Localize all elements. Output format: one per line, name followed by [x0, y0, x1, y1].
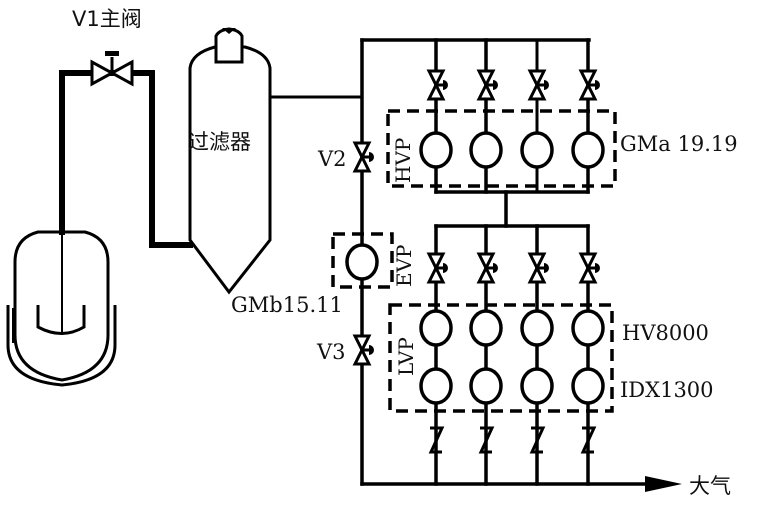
- main-valve-label: V1主阀: [72, 7, 142, 31]
- lvp-valve-3-icon[interactable]: [528, 252, 551, 284]
- lvp-upper-pump-3-icon[interactable]: [520, 309, 554, 347]
- hvp-pump-1-icon[interactable]: [419, 131, 453, 169]
- evp-pump-icon[interactable]: [345, 243, 379, 281]
- evp-group-box: [331, 232, 394, 289]
- lvp-upper-pump-2-icon[interactable]: [469, 309, 503, 347]
- valve-v3-icon[interactable]: [353, 334, 376, 366]
- lvp-lower-pump-1-icon[interactable]: [419, 367, 453, 405]
- hvp-pump-3-icon[interactable]: [520, 131, 554, 169]
- main-valve-v1-icon[interactable]: [90, 51, 134, 87]
- evp-pump-model-label: GMb15.11: [231, 293, 343, 317]
- hvp-valve-1-icon[interactable]: [427, 69, 450, 101]
- exhaust-label: 大气: [689, 474, 731, 498]
- lvp-upper-pump-4-icon[interactable]: [571, 309, 605, 347]
- v3-label: V3: [316, 340, 346, 364]
- valve-v2-icon[interactable]: [353, 141, 376, 173]
- lvp-lower-pump-2-icon[interactable]: [469, 367, 503, 405]
- hvp-pump-model-label: GMa 19.19: [620, 132, 738, 156]
- lvp-branches: [434, 224, 590, 486]
- lvp-valve-2-icon[interactable]: [477, 252, 500, 284]
- hvp-valve-2-icon[interactable]: [477, 69, 500, 101]
- lvp-valve-1-icon[interactable]: [427, 252, 450, 284]
- hvp-valve-4-icon[interactable]: [579, 69, 602, 101]
- exhaust-arrow-icon: [645, 476, 682, 492]
- hvp-group-label: HVP: [391, 138, 415, 183]
- lvp-valve-4-icon[interactable]: [579, 252, 602, 284]
- hvp-pump-4-icon[interactable]: [571, 131, 605, 169]
- lvp-upper-pump-model-label: HV8000: [622, 321, 709, 345]
- filter-vessel-icon: [188, 27, 272, 295]
- lvp-upper-pump-1-icon[interactable]: [419, 309, 453, 347]
- evp-group-label: EVP: [392, 245, 416, 288]
- lvp-lower-pump-model-label: IDX1300: [620, 378, 714, 402]
- v2-label: V2: [317, 147, 347, 171]
- lvp-group-box: [388, 303, 614, 413]
- inlet-pipe: [59, 70, 193, 248]
- hvp-valve-3-icon[interactable]: [528, 69, 551, 101]
- lvp-group-label: LVP: [394, 337, 418, 376]
- reactor-vessel-icon: [6, 230, 117, 387]
- hvp-pump-2-icon[interactable]: [469, 131, 503, 169]
- lvp-lower-pump-4-icon[interactable]: [571, 367, 605, 405]
- lvp-lower-pump-3-icon[interactable]: [520, 367, 554, 405]
- filter-label: 过滤器: [188, 130, 251, 154]
- hvp-branches: [434, 38, 590, 194]
